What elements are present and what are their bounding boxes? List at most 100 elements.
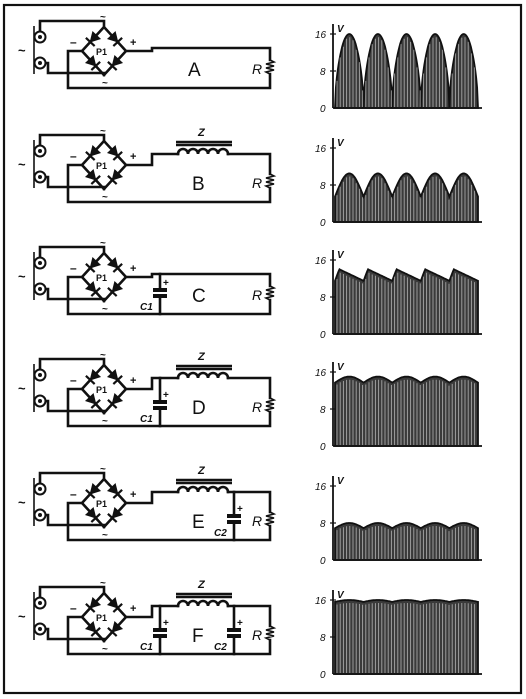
diode-bar xyxy=(85,263,96,273)
bridge-minus: – xyxy=(70,601,77,615)
waveform-hatching xyxy=(336,272,476,333)
ac-wire-top xyxy=(38,357,106,371)
ac-terminal-bottom-dot xyxy=(38,61,42,65)
capacitor-c2-plate-top xyxy=(227,514,241,518)
capacitor-c2-plus: + xyxy=(237,504,243,515)
diode-2 xyxy=(106,596,123,613)
diode-triangle xyxy=(106,368,119,381)
diode-triangle xyxy=(89,30,102,43)
diode-3 xyxy=(84,280,101,297)
capacitor-c2-plate-bottom xyxy=(227,634,241,638)
ac-wire-top xyxy=(38,245,106,259)
bridge-outline xyxy=(80,363,128,415)
bridge-ac-bottom: ~ xyxy=(102,530,108,541)
choke-label: Z xyxy=(197,579,206,591)
choke-coil xyxy=(176,599,230,608)
capacitor-c1-plate-top xyxy=(153,400,167,404)
waveform-hatching xyxy=(336,526,476,559)
positive-rail-b xyxy=(226,490,272,514)
axis-unit: V xyxy=(337,476,345,487)
positive-rail xyxy=(124,272,272,288)
diode-bar xyxy=(112,489,123,499)
negative-rail xyxy=(66,387,272,428)
diode-bar xyxy=(85,37,96,47)
diode-bar xyxy=(85,603,96,613)
page-border xyxy=(2,3,523,695)
diode-bar xyxy=(85,489,96,499)
diode-triangle xyxy=(84,280,97,293)
tick-16: 16 xyxy=(315,368,327,379)
diode-4 xyxy=(107,506,124,523)
axis-unit: V xyxy=(337,590,345,601)
bridge-plus: + xyxy=(130,37,136,49)
bridge-outline xyxy=(80,251,128,303)
tick-0: 0 xyxy=(320,442,326,453)
axis-unit: V xyxy=(337,138,345,149)
diode-bar xyxy=(112,375,123,385)
capacitor-c1-plate-top xyxy=(153,288,167,292)
capacitor-c2-label: C2 xyxy=(214,642,227,653)
diode-4 xyxy=(107,620,124,637)
tick-0: 0 xyxy=(320,330,326,341)
diode-bar xyxy=(107,175,118,185)
capacitor-c1-plate-top xyxy=(153,628,167,632)
negative-rail xyxy=(66,275,272,316)
diode-3 xyxy=(84,620,101,637)
resistor-zigzag xyxy=(263,173,277,189)
waveform-hatching xyxy=(336,603,476,673)
diode-bar xyxy=(85,151,96,161)
bridge-ac-bottom: ~ xyxy=(102,644,108,655)
ac-symbol: ~ xyxy=(18,269,26,284)
diode-2 xyxy=(106,30,123,47)
choke-label: Z xyxy=(197,465,206,477)
tick-16: 16 xyxy=(315,30,327,41)
negative-rail xyxy=(66,163,272,204)
diode-bar xyxy=(90,175,101,185)
diode-triangle xyxy=(84,54,97,67)
diode-1 xyxy=(85,482,102,499)
resistor-zigzag xyxy=(263,285,277,301)
panel-letter-A: A xyxy=(188,60,201,81)
diode-3 xyxy=(84,54,101,71)
diode-4 xyxy=(107,392,124,409)
tick-0: 0 xyxy=(320,670,326,681)
tick-0: 0 xyxy=(320,556,326,567)
diode-1 xyxy=(85,256,102,273)
bridge-minus: – xyxy=(70,373,77,387)
diode-triangle xyxy=(84,168,97,181)
negative-rail xyxy=(66,501,272,542)
diode-bar xyxy=(85,375,96,385)
ac-terminal-bottom-dot xyxy=(38,513,42,517)
resistor-label: R xyxy=(252,175,262,191)
diode-triangle xyxy=(106,256,119,269)
panel-letter-E: E xyxy=(192,512,205,533)
diode-4 xyxy=(107,280,124,297)
resistor-zigzag xyxy=(263,625,277,641)
resistor-label: R xyxy=(252,399,262,415)
capacitor-c2-plus: + xyxy=(237,618,243,629)
circuit-A: ~P1~~–+RA xyxy=(18,12,277,90)
positive-rail-b xyxy=(226,604,272,628)
bridge-ac-bottom: ~ xyxy=(102,416,108,427)
diode-bar xyxy=(112,603,123,613)
bridge-ac-top: ~ xyxy=(100,578,106,589)
ac-wire-top xyxy=(38,19,106,33)
diode-bar xyxy=(112,263,123,273)
choke-coil xyxy=(176,147,230,156)
resistor-zigzag xyxy=(263,511,277,527)
bridge-minus: – xyxy=(70,261,77,275)
bridge-label: P1 xyxy=(96,613,107,623)
capacitor-c1-plus: + xyxy=(163,618,169,629)
negative-rail xyxy=(66,615,272,656)
bridge-label: P1 xyxy=(96,385,107,395)
resistor-label: R xyxy=(252,627,262,643)
diode-triangle xyxy=(111,620,124,633)
positive-rail-a xyxy=(124,376,180,391)
tick-16: 16 xyxy=(315,482,327,493)
positive-rail-b xyxy=(226,376,272,400)
choke-label: Z xyxy=(197,351,206,363)
ac-terminal-bottom-dot xyxy=(38,627,42,631)
choke-coil xyxy=(176,371,230,380)
